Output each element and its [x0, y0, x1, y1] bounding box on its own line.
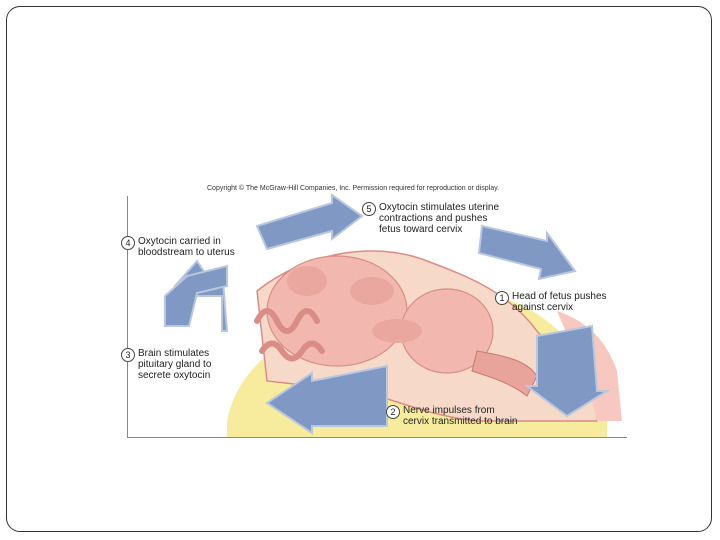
- step-number: 1: [495, 291, 509, 305]
- labor-feedback-figure: [127, 181, 627, 438]
- step-2-label: 2 Nerve impulses from cervix transmitted…: [386, 405, 518, 427]
- step-text-line: Oxytocin carried in: [138, 236, 221, 247]
- step-1-label: 1 Head of fetus pushes against cervix: [495, 291, 607, 313]
- step-4-label: 4 Oxytocin carried in bloodstream to ute…: [121, 236, 235, 258]
- step-3-label: 3 Brain stimulates pituitary gland to se…: [121, 348, 211, 381]
- arrow-step-2: [265, 364, 388, 435]
- step-number: 3: [121, 348, 135, 362]
- step-text-line: cervix transmitted to brain: [403, 416, 518, 427]
- fetus-limb: [372, 319, 422, 343]
- step-text-line: Brain stimulates: [138, 348, 210, 359]
- intestines: [254, 308, 325, 362]
- step-text-line: secrete oxytocin: [138, 370, 211, 381]
- step-5-label: 5 Oxytocin stimulates uterine contractio…: [362, 202, 499, 235]
- fetus-limb: [287, 266, 327, 296]
- step-text-line: Nerve impulses from: [403, 405, 495, 416]
- step-number: 5: [362, 202, 376, 216]
- arrow-step-1: [524, 324, 611, 418]
- step-text-line: against cervix: [512, 302, 574, 313]
- labor-illustration: [164, 193, 622, 438]
- step-text-line: pituitary gland to: [138, 359, 212, 370]
- figure-bottom-border: [127, 437, 627, 438]
- arrow-uterus-to-cervix: [477, 224, 577, 281]
- arrow-step-4: [164, 264, 228, 327]
- arrow-step-5: [255, 193, 364, 251]
- step-text-line: bloodstream to uterus: [138, 247, 235, 258]
- step-text-line: Head of fetus pushes: [512, 291, 607, 302]
- step-number: 4: [121, 236, 135, 250]
- fetus-body: [266, 255, 408, 367]
- fetus-limb: [350, 277, 394, 305]
- step-number: 2: [386, 405, 400, 419]
- step-text-line: Oxytocin stimulates uterine: [379, 202, 500, 213]
- step-text-line: fetus toward cervix: [379, 224, 463, 235]
- copyright-notice: Copyright © The McGraw-Hill Companies, I…: [207, 185, 500, 192]
- figure-left-border: [127, 196, 128, 438]
- step-text-line: contractions and pushes: [379, 213, 488, 224]
